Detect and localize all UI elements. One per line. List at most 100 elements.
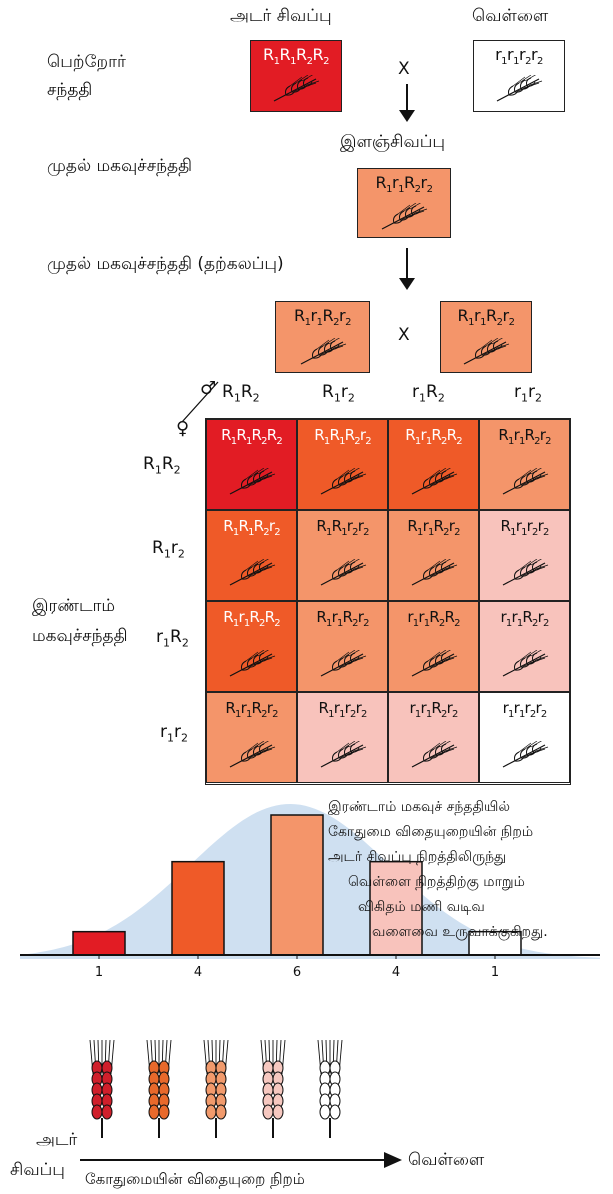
parent-gen-label-line1: பெற்றோர் <box>47 52 126 74</box>
f1-phenotype-label: இளஞ்சிவப்பு <box>340 132 445 154</box>
white-parent-label: வெள்ளை <box>472 6 548 28</box>
cell-genotype: r1r1R2R2 <box>389 608 478 629</box>
punnett-cell: R1r1R2r2 <box>297 601 388 692</box>
wheat-icon <box>299 338 347 370</box>
bar-count-label: 1 <box>491 965 499 980</box>
female-gamete-4: r1r2 <box>160 722 188 744</box>
dark-red-parent-label: அடர் சிவப்பு <box>230 6 332 28</box>
white-parent-genotype: r1r1r2r2 <box>474 45 564 67</box>
axis-caption: கோதுமையின் விதையுறை நிறம் <box>85 1170 305 1190</box>
bar-count-label: 4 <box>392 965 400 980</box>
male-gamete-3: r1R2 <box>412 382 445 404</box>
white-parent-box: r1r1r2r2 <box>473 40 565 112</box>
f1-gen-label: முதல் மகவுச்சந்ததி <box>47 156 192 178</box>
color-gradient-arrow <box>78 1148 408 1172</box>
note-line-5: விகிதம் மணி வடிவ <box>358 899 485 917</box>
dark-red-parent-box: R1R1R2R2 <box>250 40 342 112</box>
wheat-icon <box>228 650 276 682</box>
cell-genotype: R1r1R2r2 <box>207 699 296 720</box>
parent-gen-label-line2: சந்ததி <box>47 80 92 102</box>
cell-genotype: r1r1r2r2 <box>480 699 569 720</box>
dark-red-parent-genotype: R1R1R2R2 <box>251 45 341 67</box>
bar-2 <box>172 862 224 955</box>
cell-genotype: R1r1r2r2 <box>480 517 569 538</box>
wheat-spike-icon <box>318 1040 342 1138</box>
punnett-cell: R1R1R2R2 <box>206 419 297 510</box>
bar-1 <box>73 932 125 955</box>
wheat-icon <box>319 741 367 773</box>
f1-genotype: R1r1R2r2 <box>358 173 450 195</box>
cell-genotype: R1r1R2R2 <box>207 608 296 629</box>
f2-gen-label-line1: இரண்டாம் <box>32 596 115 618</box>
wheat-spikes <box>70 1040 390 1140</box>
bell-curve-chart: 1 4 6 4 1 <box>20 770 600 1030</box>
punnett-cell: r1r1R2r2 <box>479 601 570 692</box>
wheat-spike-icon <box>261 1040 285 1138</box>
punnett-cell: R1R1R2r2 <box>297 419 388 510</box>
bar-count-label: 4 <box>194 965 202 980</box>
wheat-icon <box>410 468 458 500</box>
cell-genotype: R1R1R2R2 <box>207 426 296 447</box>
wheat-icon <box>272 75 320 107</box>
note-line-3: அடர் சிவப்பு நிறத்திலிருந்து <box>328 849 506 867</box>
wheat-icon <box>501 468 549 500</box>
male-gamete-4: r1r2 <box>514 382 542 404</box>
cell-genotype: r1r1R2r2 <box>480 608 569 629</box>
wheat-icon <box>380 203 428 235</box>
note-line-2: கோதுமை விதையுறையின் நிறம் <box>328 824 533 842</box>
f1-box: R1r1R2r2 <box>357 168 451 238</box>
female-gamete-2: R1r2 <box>152 538 185 560</box>
punnett-cell: R1r1r2r2 <box>479 510 570 601</box>
wheat-icon <box>501 741 549 773</box>
cell-genotype: R1r1R2R2 <box>389 426 478 447</box>
punnett-cell: R1r1R2R2 <box>388 419 479 510</box>
f1-self-left-genotype: R1r1R2r2 <box>276 306 369 328</box>
note-line-6: வளைவை உருவாக்குகிறது. <box>372 924 548 942</box>
punnett-cell: R1R1r2r2 <box>297 510 388 601</box>
f2-gen-label-line2: மகவுச்சந்ததி <box>32 626 128 648</box>
male-gamete-1: R1R2 <box>222 382 260 404</box>
axis-left-label-line1: அடர் <box>36 1130 77 1152</box>
cell-genotype: r1r1R2r2 <box>389 699 478 720</box>
down-arrow-icon <box>395 248 419 294</box>
punnett-cell: R1R1R2r2 <box>206 510 297 601</box>
punnett-cell: R1r1R2r2 <box>388 510 479 601</box>
male-symbol-icon: ♂ <box>200 378 216 399</box>
wheat-icon <box>319 468 367 500</box>
f1-self-right-box: R1r1R2r2 <box>440 301 532 373</box>
wheat-spike-icon <box>147 1040 171 1138</box>
wheat-icon <box>228 468 276 500</box>
f1-self-cross-symbol: X <box>398 325 410 345</box>
wheat-icon <box>462 338 510 370</box>
punnett-cell: R1r1R2R2 <box>206 601 297 692</box>
punnett-cell: r1r1R2R2 <box>388 601 479 692</box>
wheat-icon <box>319 650 367 682</box>
cell-genotype: R1R1r2r2 <box>298 517 387 538</box>
wheat-spike-icon <box>90 1040 114 1138</box>
note-line-4: வெள்ளை நிறத்திற்கு மாறும் <box>348 874 525 892</box>
bar-count-label: 6 <box>293 965 301 980</box>
cell-genotype: R1r1R2r2 <box>298 608 387 629</box>
punnett-cell: R1r1R2r2 <box>479 419 570 510</box>
wheat-icon <box>228 559 276 591</box>
down-arrow-icon <box>395 84 419 124</box>
cell-genotype: R1r1R2r2 <box>480 426 569 447</box>
wheat-icon <box>501 559 549 591</box>
f1-self-gen-label: முதல் மகவுச்சந்ததி (தற்கலப்பு) <box>47 254 284 276</box>
axis-right-label: வெள்ளை <box>408 1150 484 1172</box>
wheat-icon <box>410 650 458 682</box>
bar-3 <box>271 815 323 955</box>
wheat-icon <box>410 559 458 591</box>
male-gamete-2: R1r2 <box>322 382 355 404</box>
wheat-spike-icon <box>204 1040 228 1138</box>
f1-self-right-genotype: R1r1R2r2 <box>441 306 531 328</box>
female-gamete-3: r1R2 <box>156 627 189 649</box>
note-line-1: இரண்டாம் மகவுச் சந்ததியில் <box>328 799 510 817</box>
cell-genotype: R1R1R2r2 <box>207 517 296 538</box>
wheat-icon <box>501 650 549 682</box>
wheat-icon <box>495 75 543 107</box>
bar-count-label: 1 <box>95 965 103 980</box>
female-symbol-icon: ♀ <box>176 418 189 439</box>
wheat-icon <box>319 559 367 591</box>
parent-cross-symbol: X <box>398 59 410 79</box>
